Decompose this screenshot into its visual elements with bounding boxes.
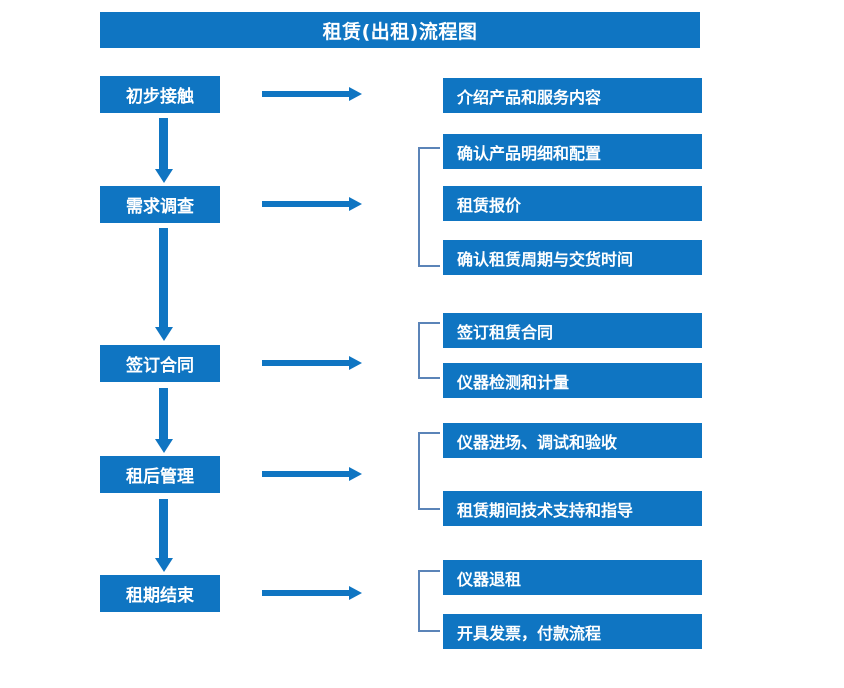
detail-node-5[interactable]: 签订租赁合同 [443,313,702,348]
detail-node-10-label: 开具发票，付款流程 [457,623,602,643]
page-title: 租赁(出租)流程图 [100,12,700,48]
detail-node-1[interactable]: 介绍产品和服务内容 [443,78,702,113]
stage-node-1[interactable]: 初步接触 [100,76,220,113]
detail-node-10[interactable]: 开具发票，付款流程 [443,614,702,649]
right-arrow-icon-2 [262,201,350,207]
right-arrow-icon-1 [262,91,350,97]
detail-node-7-label: 仪器进场、调试和验收 [457,432,618,452]
bracket-connector-4 [418,570,440,632]
detail-node-2[interactable]: 确认产品明细和配置 [443,134,702,169]
stage-node-4-label: 租后管理 [126,467,194,487]
down-arrow-icon-1 [159,118,168,170]
stage-node-1-label: 初步接触 [126,87,194,107]
detail-node-9[interactable]: 仪器退租 [443,560,702,595]
stage-node-5[interactable]: 租期结束 [100,575,220,612]
stage-node-3[interactable]: 签订合同 [100,345,220,382]
detail-node-8[interactable]: 租赁期间技术支持和指导 [443,491,702,526]
detail-node-3-label: 租赁报价 [457,195,522,215]
bracket-connector-1 [418,147,440,267]
stage-node-3-label: 签订合同 [126,356,194,376]
right-arrow-icon-5 [262,590,350,596]
detail-node-7[interactable]: 仪器进场、调试和验收 [443,423,702,458]
right-arrow-icon-3 [262,360,350,366]
stage-node-2-label: 需求调查 [126,197,194,217]
stage-node-2[interactable]: 需求调查 [100,186,220,223]
detail-node-6[interactable]: 仪器检测和计量 [443,363,702,398]
detail-node-8-label: 租赁期间技术支持和指导 [457,500,634,520]
detail-node-4-label: 确认租赁周期与交货时间 [457,249,634,269]
detail-node-4[interactable]: 确认租赁周期与交货时间 [443,240,702,275]
detail-node-6-label: 仪器检测和计量 [457,372,570,392]
detail-node-9-label: 仪器退租 [457,569,522,589]
detail-node-3[interactable]: 租赁报价 [443,186,702,221]
detail-node-5-label: 签订租赁合同 [457,322,554,342]
down-arrow-icon-4 [159,499,168,559]
right-arrow-icon-4 [262,471,350,477]
detail-node-2-label: 确认产品明细和配置 [457,143,602,163]
stage-node-4[interactable]: 租后管理 [100,456,220,493]
stage-node-5-label: 租期结束 [126,586,194,606]
bracket-connector-2 [418,322,440,379]
bracket-connector-3 [418,432,440,510]
down-arrow-icon-2 [159,228,168,328]
detail-node-1-label: 介绍产品和服务内容 [457,87,602,107]
down-arrow-icon-3 [159,388,168,440]
